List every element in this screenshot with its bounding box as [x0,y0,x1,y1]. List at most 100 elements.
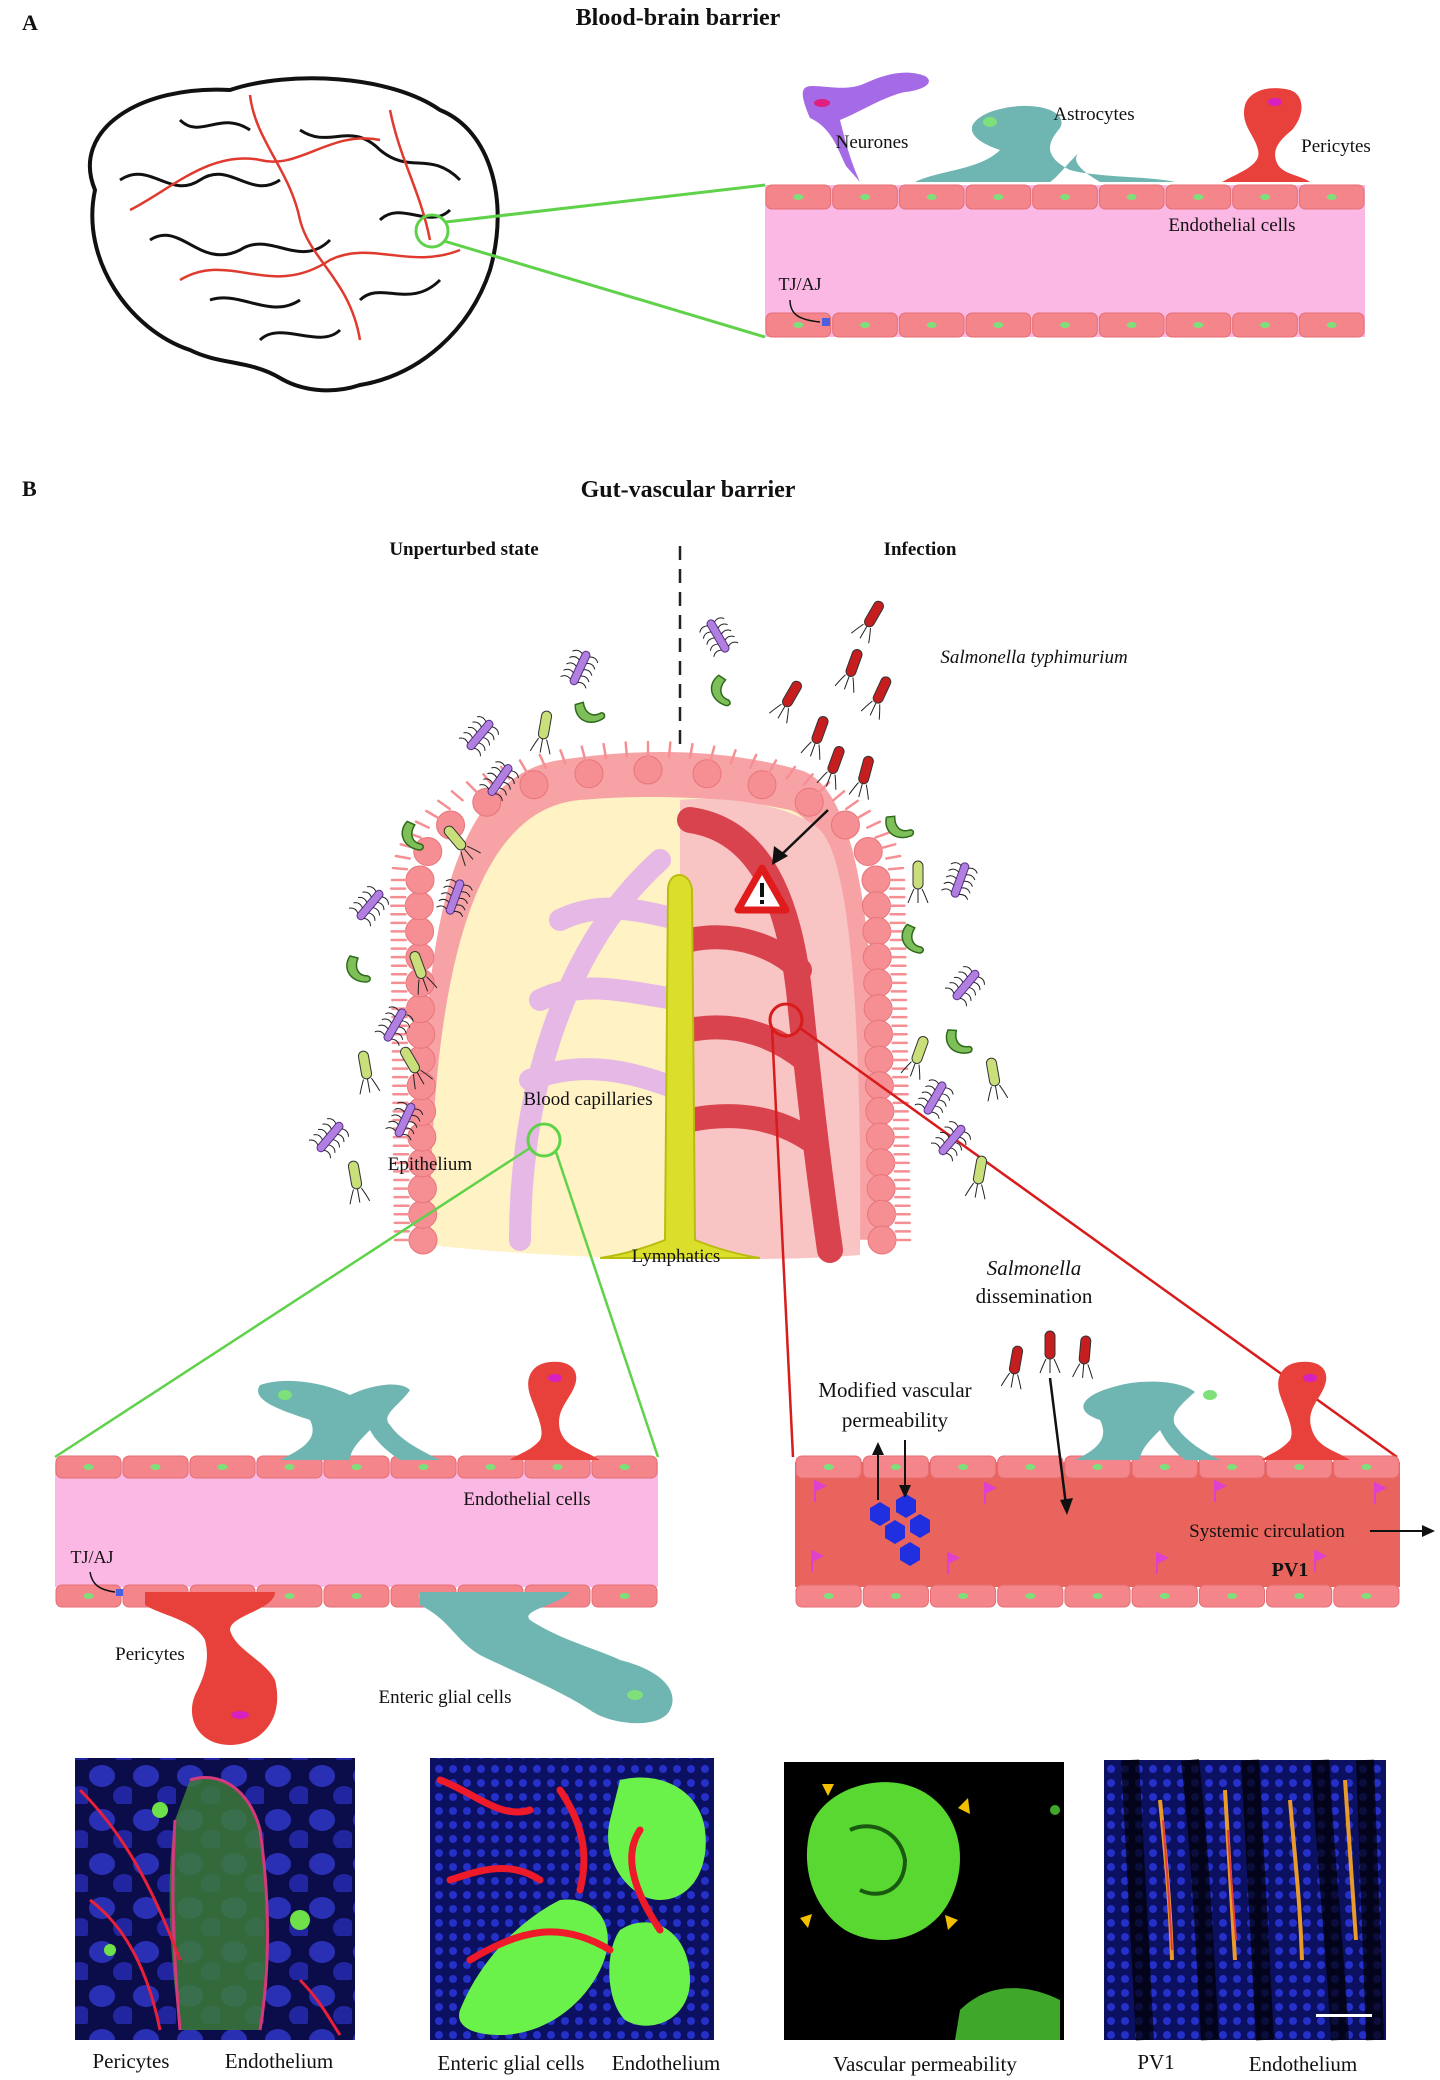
epithelial-cell [866,1174,896,1204]
pv1-flag [1214,1480,1227,1502]
epithelial-cell [866,1148,896,1178]
nucleus [351,1593,362,1599]
nucleus [1126,194,1137,200]
label-astrocytes: Astrocytes [1053,104,1134,125]
commensal-bacterium [348,886,389,927]
commensal-bacterium [901,923,924,954]
commensal-bacterium [479,761,519,802]
villus-zoom-circle-green [526,1122,562,1158]
nucleus [1193,194,1204,200]
commensal-bacterium [357,1050,381,1095]
caption-endothelium-1: Endothelium [225,2049,334,2073]
astrocyte-left-top [258,1380,440,1460]
epithelial-cell [405,916,435,946]
nucleus [1092,1593,1103,1599]
pv1-flag [814,1480,827,1502]
bacteria-group [308,600,1116,1548]
commensal-bacterium [710,674,731,707]
permeability-molecules [870,1494,930,1566]
label-blood-capillaries: Blood capillaries [523,1089,652,1110]
zoom-line-green-right [554,1151,660,1458]
epithelial-cell [865,1122,895,1152]
zoom-line-bottom [443,239,766,339]
caption-pericytes: Pericytes [93,2049,170,2073]
microvillus [887,866,905,871]
microvillus [844,799,859,811]
label-lymphatics: Lymphatics [632,1246,721,1267]
microvillus [518,759,529,774]
epithelial-cell [747,770,777,800]
label-dissemination: dissemination [976,1284,1093,1308]
commensal-bacterium [914,1079,954,1119]
nucleus [1361,1464,1372,1470]
epithelial-cell [863,994,893,1024]
nucleus [1193,322,1204,328]
nucleus [485,1464,496,1470]
panel-b-letter: B [22,476,37,501]
pericyte-left-bottom [145,1592,278,1745]
microvillus [866,820,882,829]
epithelial-cell [405,865,435,895]
label-endothelial-cells: Endothelial cells [1168,215,1295,236]
epithelial-cell [407,1122,437,1152]
astrocyte-right-top [1075,1381,1220,1460]
microvillus [688,742,694,760]
label-enteric-glial-cells: Enteric glial cells [379,1687,512,1708]
epithelial-cell [574,759,604,789]
scale-bar [1316,2014,1372,2017]
microvillus [749,753,758,769]
nucleus [83,1464,94,1470]
nucleus [619,1593,630,1599]
commensal-bacterium [699,617,739,657]
commensal-bacterium [560,649,599,689]
commensal-bacterium [985,1057,1009,1102]
nucleus [860,194,870,200]
bbb-vessel [765,184,1365,338]
epithelial-cell [864,1045,894,1075]
nucleus [284,1593,295,1599]
nucleus [1025,1464,1036,1470]
microvillus [437,799,452,811]
nucleus [890,1464,901,1470]
enteric-glia-left-bottom [420,1592,673,1724]
commensal-bacterium [885,815,915,839]
nucleus [1159,1464,1170,1470]
caption-endothelium-4: Endothelium [1249,2052,1358,2076]
nucleus [926,322,937,328]
micrograph-pv1 [1104,1759,1386,2041]
label-systemic-circulation: Systemic circulation [1189,1521,1345,1542]
microvillus [538,753,547,769]
nucleus [1226,1593,1237,1599]
tjaj-junction [822,318,830,326]
label-epithelium: Epithelium [388,1154,473,1175]
commensal-bacterium [945,1029,973,1054]
nucleus [1326,194,1337,200]
commensal-bacterium [443,825,481,867]
nucleus [351,1464,362,1470]
caption-enteric-glial-cells: Enteric glial cells [438,2051,585,2075]
nucleus [1226,1464,1237,1470]
caption-endothelium-2: Endothelium [612,2051,721,2075]
label-pericytes-left: Pericytes [115,1644,185,1665]
epithelial-cell [406,1019,436,1049]
epithelial-cell [862,916,892,946]
salmonella-bacterium [816,746,845,790]
epithelial-cell [865,1096,895,1126]
epithelial-cell [867,1199,897,1229]
microvillus [729,749,737,765]
nucleus [958,1593,969,1599]
nucleus [890,1593,901,1599]
epithelial-cell [794,787,824,817]
label-neurones: Neurones [836,132,909,153]
pericyte-left-top [510,1361,600,1460]
commensal-bacterium [400,1046,433,1090]
nucleus [1294,1593,1305,1599]
commensal-bacterium [900,1036,929,1080]
commensal-bacterium [385,1101,424,1141]
epithelial-cell [863,968,893,998]
commensal-bacterium [374,1006,414,1046]
microvillus [767,759,778,774]
commensal-bacterium [941,862,978,901]
epithelial-cell [830,810,860,840]
epithelial-cell [405,994,435,1024]
